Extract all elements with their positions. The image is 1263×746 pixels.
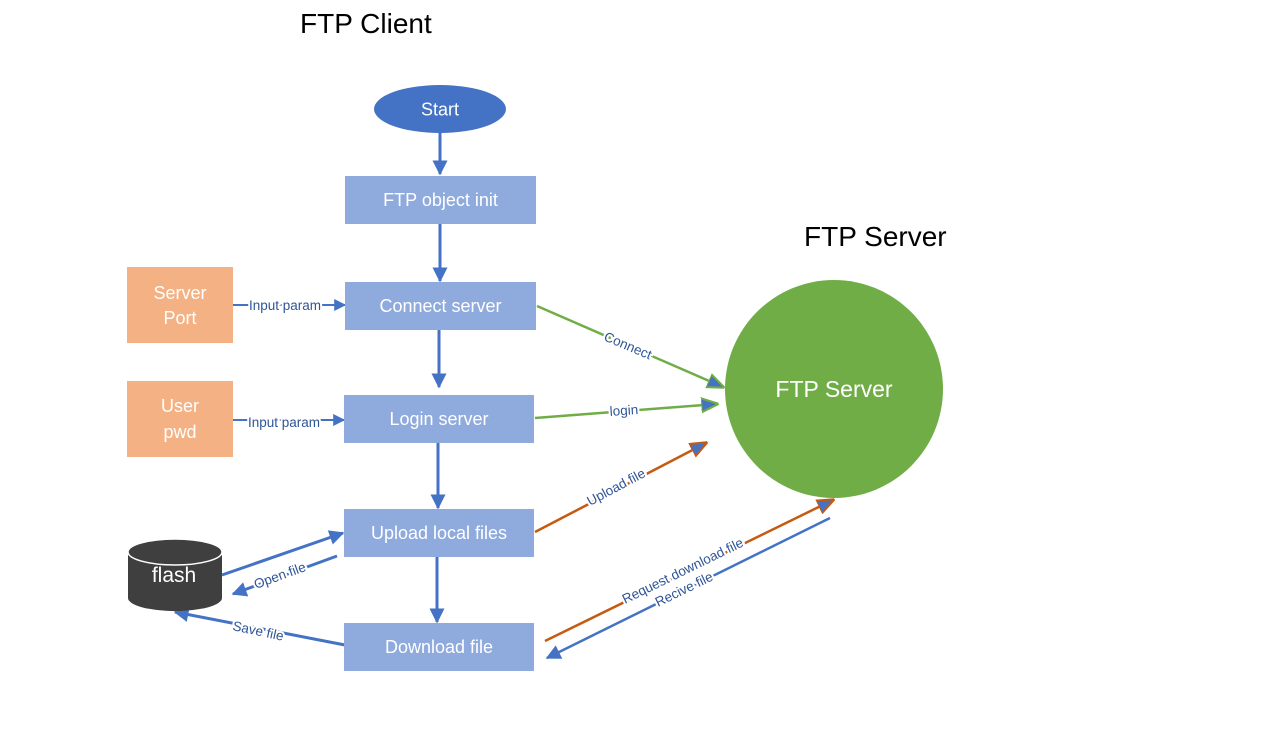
flash-storage-node: flash bbox=[127, 538, 223, 611]
arrow-request-download bbox=[544, 500, 833, 643]
download-file-node: Download file bbox=[344, 623, 534, 671]
start-node: Start bbox=[374, 85, 506, 133]
upload-files-node: Upload local files bbox=[344, 509, 534, 557]
download-file-label: Download file bbox=[385, 637, 493, 657]
upload-files-label: Upload local files bbox=[371, 523, 507, 543]
arrow-upload-to-flash bbox=[231, 554, 338, 597]
edge-label-connect: Connect bbox=[602, 329, 654, 363]
user-pwd-node: User pwd bbox=[127, 381, 233, 457]
edge-label-input-param-1: Input param bbox=[249, 298, 321, 313]
ftp-server-label: FTP Server bbox=[775, 376, 892, 402]
input-param-arrows bbox=[233, 299, 347, 426]
ftp-init-node: FTP object init bbox=[345, 176, 536, 224]
connect-server-node: Connect server bbox=[345, 282, 536, 330]
main-flow-arrows bbox=[429, 133, 448, 624]
login-server-node: Login server bbox=[344, 395, 534, 443]
server-title: FTP Server bbox=[804, 221, 947, 252]
ftp-init-label: FTP object init bbox=[383, 190, 498, 210]
server-port-label-line1: Server bbox=[153, 283, 206, 303]
arrow-download-to-flash bbox=[173, 607, 346, 647]
start-label: Start bbox=[421, 100, 459, 120]
flash-label: flash bbox=[152, 564, 196, 587]
login-server-label: Login server bbox=[389, 409, 488, 429]
edge-label-open-file: Open file bbox=[252, 559, 308, 592]
arrow-upload-to-server bbox=[534, 443, 706, 534]
edge-label-upload-file: Upload file bbox=[584, 465, 647, 508]
arrow-login-to-server bbox=[534, 404, 717, 420]
client-title: FTP Client bbox=[300, 8, 432, 39]
connect-server-label: Connect server bbox=[379, 296, 501, 316]
edge-label-login: login bbox=[609, 402, 639, 419]
arrow-receive-file bbox=[545, 516, 831, 660]
edge-label-input-param-2: Input param bbox=[248, 415, 320, 430]
ftp-server-node: FTP Server bbox=[725, 280, 943, 498]
user-pwd-label-line2: pwd bbox=[163, 422, 196, 442]
user-pwd-label-line1: User bbox=[161, 396, 199, 416]
arrow-connect-to-server bbox=[536, 304, 723, 387]
edge-labels: Input param Input param Connect login Up… bbox=[229, 296, 747, 646]
arrow-flash-to-upload bbox=[221, 530, 345, 577]
server-port-label-line2: Port bbox=[163, 308, 196, 328]
edge-label-save-file: Save file bbox=[231, 618, 285, 643]
server-port-node: Server Port bbox=[127, 267, 233, 343]
